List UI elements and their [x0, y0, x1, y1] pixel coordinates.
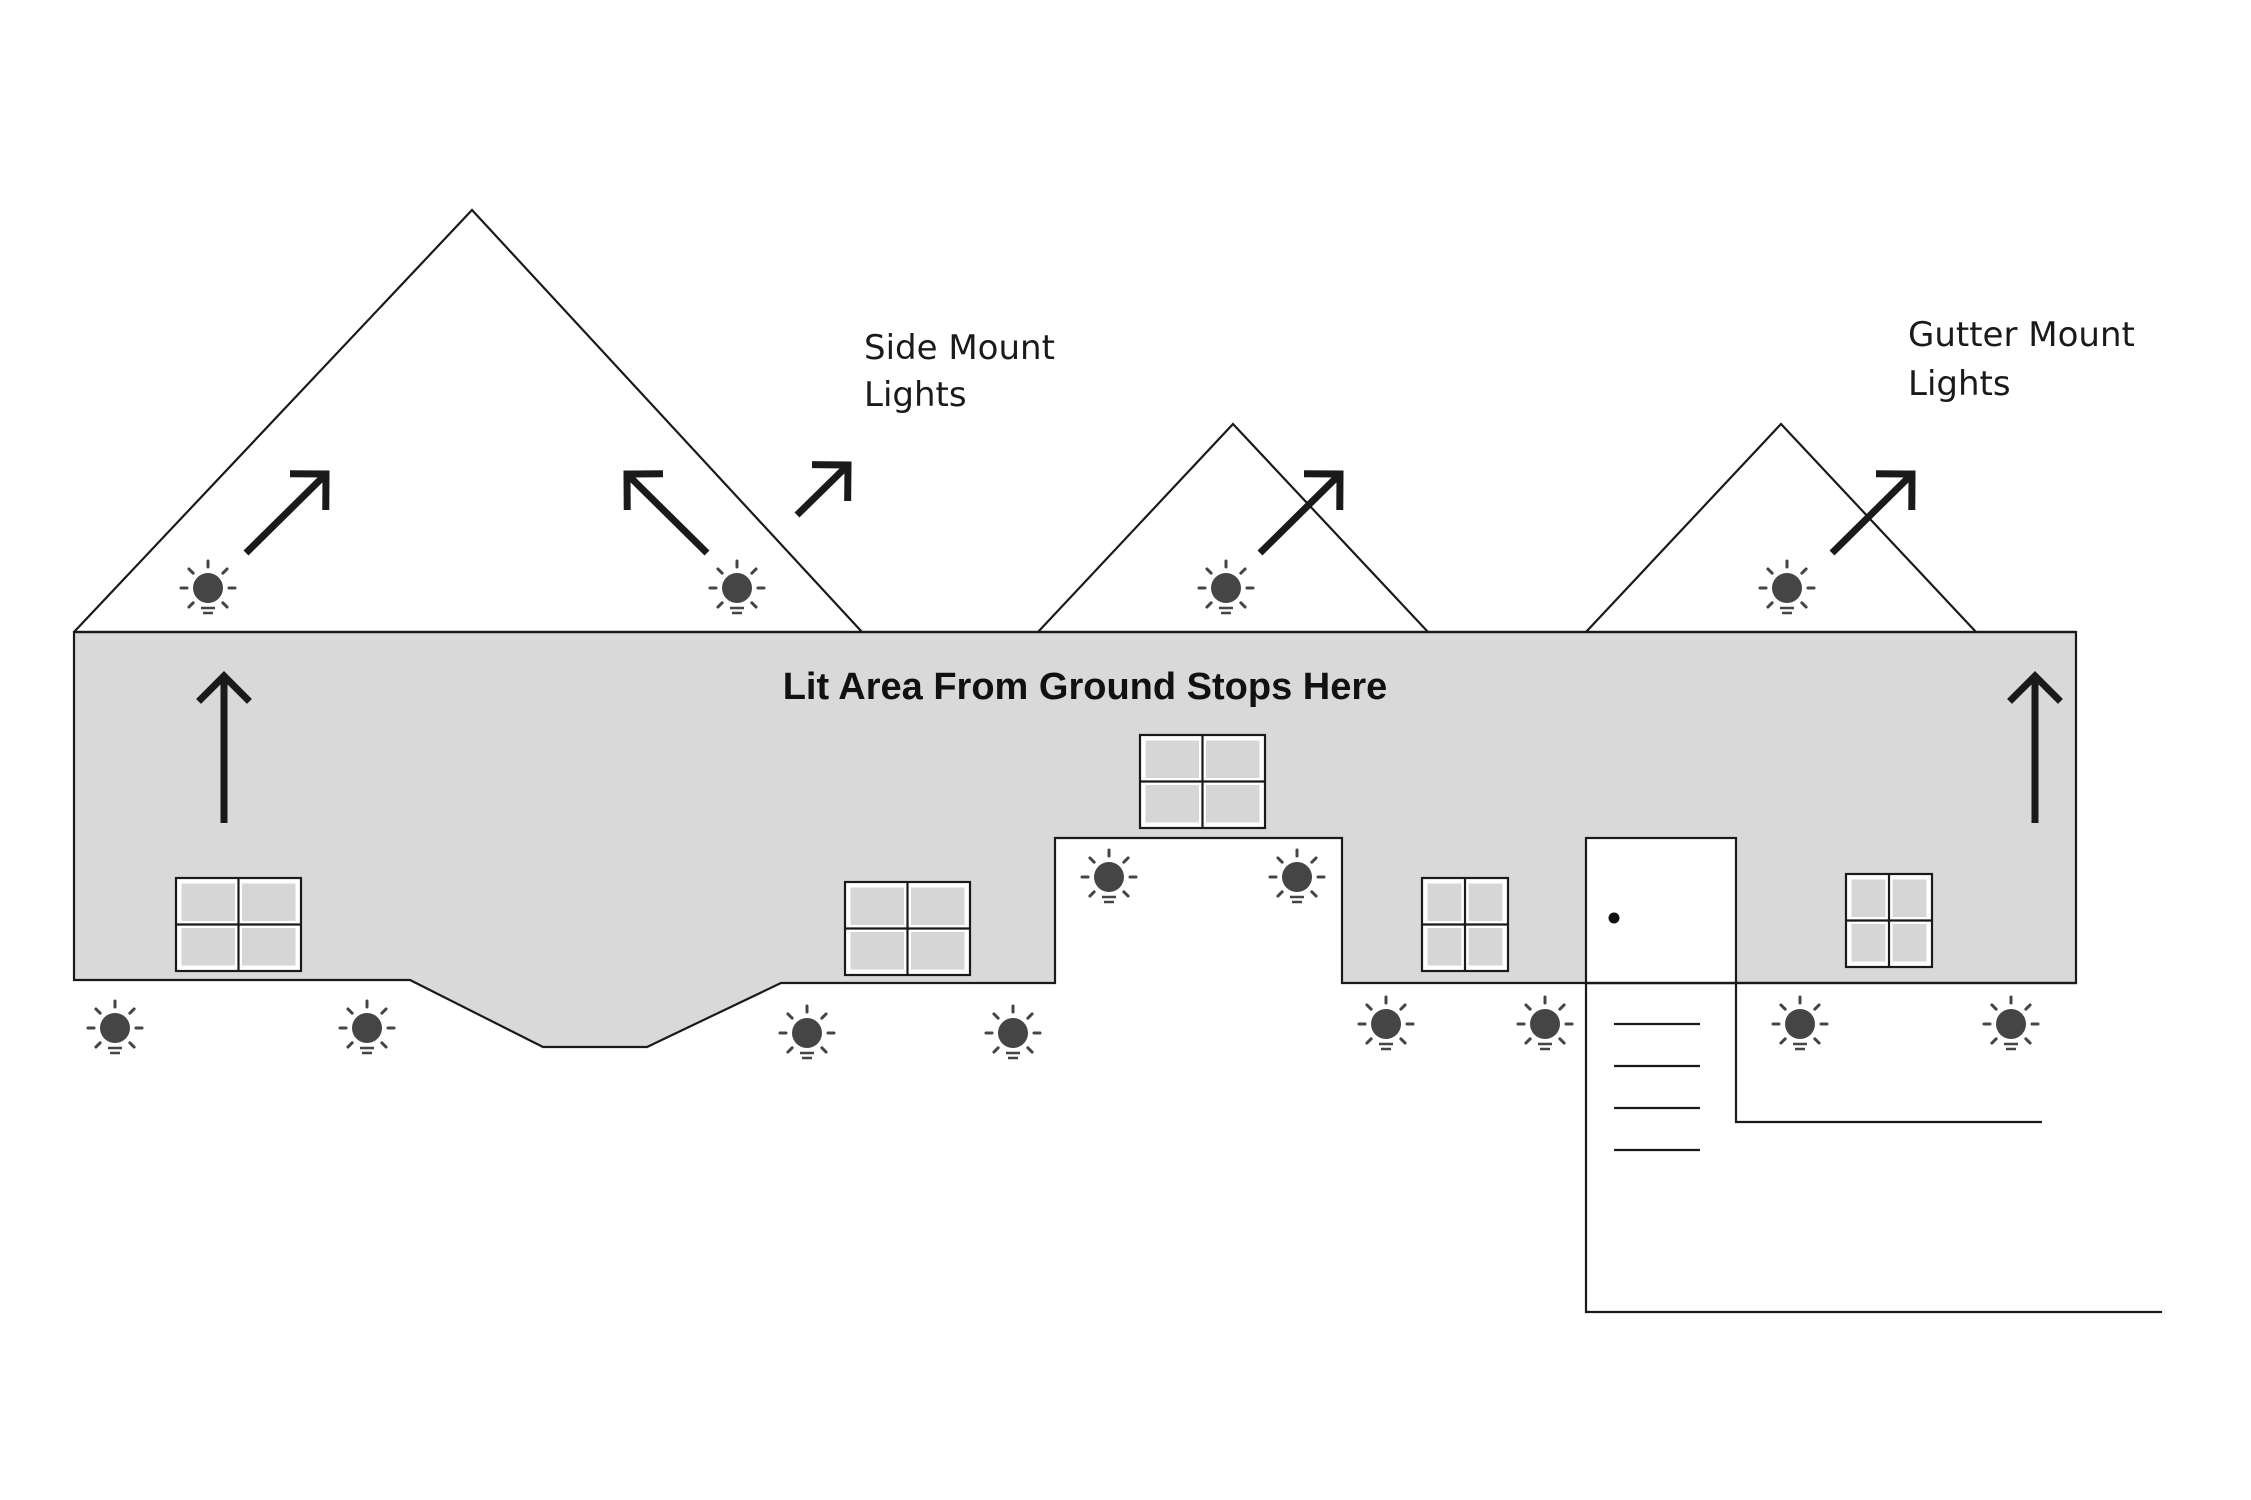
arrow-icon [794, 461, 852, 518]
front-door [1584, 836, 1738, 985]
light-bulb-icon [1516, 995, 1574, 1051]
lit-area-heading: Lit Area From Ground Stops Here [783, 666, 1388, 708]
window-icon [1420, 876, 1510, 973]
light-bulb-icon [1197, 559, 1255, 615]
gutter-mount-label-line2: Lights [1908, 364, 2011, 404]
light-bulb-icon [1771, 995, 1829, 1051]
light-bulb-icon [984, 1004, 1042, 1060]
wall-recess [1055, 985, 1342, 1040]
windows [174, 733, 1934, 977]
window-icon [1844, 872, 1934, 969]
main-roof-gable [73, 208, 863, 633]
light-bulbs [86, 559, 2040, 1060]
side-mount-label-line2: Lights [864, 375, 967, 415]
door-knob-icon [1608, 912, 1620, 924]
middle-roof-gable [1037, 422, 1429, 633]
window-icon [843, 880, 972, 977]
arrow-icon [623, 470, 710, 556]
light-bulb-icon [1758, 559, 1816, 615]
light-bulb-icon [1357, 995, 1415, 1051]
steps [1614, 1022, 1700, 1152]
arrow-icon [2007, 671, 2063, 823]
walkway-line [1734, 983, 2042, 1124]
arrows [196, 461, 2063, 823]
arrow-icon [243, 470, 330, 556]
side-mount-label-line1: Side Mount [864, 328, 1055, 368]
window-icon [174, 876, 303, 973]
light-bulb-icon [86, 999, 144, 1055]
right-roof-gable [1585, 422, 1977, 633]
arrow-icon [196, 671, 252, 823]
light-bulb-icon [1080, 848, 1138, 904]
arrow-icon [1257, 470, 1344, 556]
porch-left-edge [1584, 983, 2162, 1314]
light-bulb-icon [1268, 848, 1326, 904]
light-bulb-icon [1982, 995, 2040, 1051]
light-bulb-icon [179, 559, 237, 615]
arrow-icon [1829, 470, 1916, 556]
light-bulb-icon [708, 559, 766, 615]
light-bulb-icon [778, 1004, 836, 1060]
gutter-mount-label-line1: Gutter Mount [1908, 315, 2135, 355]
light-bulb-icon [338, 999, 396, 1055]
window-icon [1138, 733, 1267, 830]
